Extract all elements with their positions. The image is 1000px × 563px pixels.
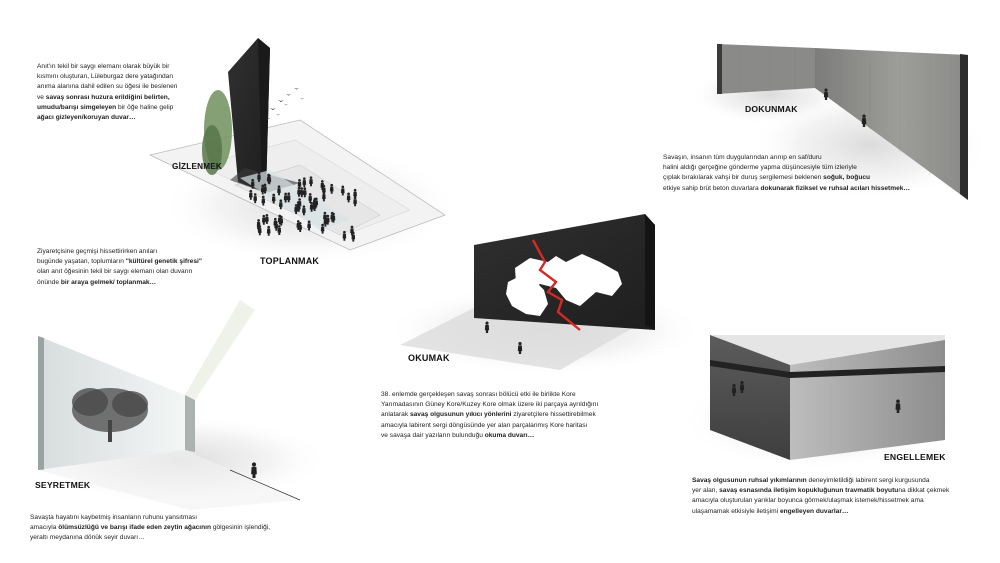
text-line: Savaşın, insanın tüm duygularından arını… <box>663 153 913 163</box>
olive-tree-wall-scene <box>30 300 330 510</box>
text-run: olan anıt öğesinin tekil bir saygı elema… <box>37 268 193 276</box>
text-toplanmak: Ziyaretçisine geçmişi hissettirirken anı… <box>37 247 237 288</box>
text-line: anlatarak savaş olgusunun yıkıcı yönleri… <box>381 410 621 420</box>
text-line: etkiye sahip brüt beton duvarlara dokuna… <box>663 184 913 194</box>
text-line: umudu/barışı simgeleyen bir öğe haline g… <box>37 103 207 113</box>
text-line: 38. enlemde gerçekleşen savaş sonrası bö… <box>381 390 621 400</box>
text-line: Savaş olgusunun ruhsal yıkımlarının dene… <box>692 476 982 486</box>
bold-text: savaş sonrası huzura erildiğini belirten… <box>45 93 170 101</box>
bold-text: ölümsüzlüğü ve barışı ifade eden zeytin … <box>58 524 212 532</box>
text-run: bugünde yaşatan, toplumların <box>37 258 126 266</box>
text-run: deneyimletildiği labirent sergi kurgusun… <box>806 477 930 484</box>
bold-text: ağacı gizleyen/koruyan duvar… <box>37 114 136 122</box>
text-run: ulaşamamak etkisiyle iletişimi <box>692 507 780 515</box>
bold-text: savaş olgusunun yıkıcı yönlerini <box>409 411 512 419</box>
text-line: kısmını oluşturan, Lüleburgaz dere yatağ… <box>37 72 207 82</box>
label-okumak: OKUMAK <box>408 353 450 363</box>
bold-text: soğuk, boğucu <box>823 174 871 182</box>
text-run: çıplak bırakılarak vahşi bir duruş sergi… <box>663 174 824 182</box>
text-line: Ziyaretçisine geçmişi hissettirirken anı… <box>37 247 237 257</box>
label-gizlenmek: GİZLENMEK <box>172 162 223 171</box>
bold-text: umudu/barışı simgeleyen <box>37 103 117 111</box>
bold-text: "kültürel genetik şifresi" <box>125 258 202 266</box>
text-line: bugünde yaşatan, toplumların "kültürel g… <box>37 257 237 267</box>
text-line: Savaşta hayatını kaybetmiş insanların ru… <box>30 513 280 523</box>
text-okumak: 38. enlemde gerçekleşen savaş sonrası bö… <box>381 390 621 441</box>
text-run: Savaşta hayatını kaybetmiş insanların ru… <box>30 514 198 521</box>
text-run: ve savaşa dair yazıların bulunduğu <box>381 431 485 439</box>
text-run: Yarımadasının Güney Kore/Kuzey Kore olma… <box>381 401 599 409</box>
label-toplanmak: TOPLANMAK <box>260 256 320 266</box>
text-run: önünde <box>37 278 61 286</box>
text-dokunmak: Savaşın, insanın tüm duygularından arını… <box>663 153 913 194</box>
korea-south-map <box>506 276 548 316</box>
text-run: etkiye sahip brüt beton duvarlara <box>663 184 761 192</box>
text-line: amacıyla labirent sergi döngüsünde yer a… <box>381 421 621 431</box>
text-run: na dikkat çekmek <box>898 487 950 495</box>
text-line: ve savaşa dair yazıların bulunduğu okuma… <box>381 431 621 441</box>
text-run: yeraltı meydanına dönük seyir duvarı… <box>30 534 145 542</box>
text-run: amacıyla <box>30 524 59 532</box>
text-line: Yarımadasının Güney Kore/Kuzey Kore olma… <box>381 400 621 410</box>
text-line: amacıyla oluşturulan yarıklar boyunca gö… <box>692 496 982 506</box>
text-line: yeraltı meydanına dönük seyir duvarı… <box>30 533 280 543</box>
text-run: ziyaretçilere hissettirebilmek <box>511 411 596 419</box>
monument-scene <box>148 38 460 265</box>
text-run: anıma alanına dahil edilen su öğesi ile … <box>37 83 178 91</box>
text-line: ve savaş sonrası huzura erildiğini belir… <box>37 93 207 103</box>
fracture-line <box>531 239 581 331</box>
map-wall-scene <box>385 214 705 375</box>
blocking-walls-scene <box>680 335 960 470</box>
bold-text: engelleyen duvarlar… <box>779 507 849 515</box>
label-engellemek: ENGELLEMEK <box>884 452 946 462</box>
text-run: halini aldığı gerçeğine gönderme yapma d… <box>663 164 857 172</box>
text-run: ve <box>37 93 46 101</box>
bold-text: Savaş olgusunun ruhsal yıkımlarının <box>692 477 807 484</box>
text-line: Anıt'ın tekil bir saygı elemanı olarak b… <box>37 62 207 72</box>
text-line: önünde bir araya gelmek/ toplanmak… <box>37 278 237 288</box>
text-run: gölgesinin işlendiği, <box>211 524 271 532</box>
text-line: halini aldığı gerçeğine gönderme yapma d… <box>663 163 913 173</box>
text-run: 38. enlemde gerçekleşen savaş sonrası bö… <box>381 391 576 398</box>
text-seyretmek: Savaşta hayatını kaybetmiş insanların ru… <box>30 513 280 544</box>
concrete-wall-scene <box>690 44 990 200</box>
label-dokunmak: DOKUNMAK <box>745 104 798 114</box>
text-line: çıplak bırakılarak vahşi bir duruş sergi… <box>663 173 913 183</box>
text-line: yer alan, savaş esnasında iletişim kopuk… <box>692 486 982 496</box>
text-run: amacıyla oluşturulan yarıklar boyunca gö… <box>692 497 924 505</box>
text-run: yer alan, <box>692 487 720 495</box>
label-seyretmek: SEYRETMEK <box>35 480 91 490</box>
text-line: amacıyla ölümsüzlüğü ve barışı ifade ede… <box>30 523 280 533</box>
text-run: Anıt'ın tekil bir saygı elemanı olarak b… <box>37 63 170 70</box>
text-line: anıma alanına dahil edilen su öğesi ile … <box>37 82 207 92</box>
bold-text: savaş esnasında iletişim kopukluğunun tr… <box>719 487 899 495</box>
text-run: Savaşın, insanın tüm duygularından arını… <box>663 154 822 161</box>
text-run: anlatarak <box>381 411 410 419</box>
bold-text: bir araya gelmek/ toplanmak… <box>60 278 157 286</box>
text-run: amacıyla labirent sergi döngüsünde yer a… <box>381 421 588 429</box>
text-run: bir öğe haline gelip <box>116 103 174 111</box>
text-line: ulaşamamak etkisiyle iletişimi engelleye… <box>692 507 982 517</box>
text-line: ağacı gizleyen/koruyan duvar… <box>37 113 207 123</box>
text-run: Ziyaretçisine geçmişi hissettirirken anı… <box>37 248 158 255</box>
text-run: kısmını oluşturan, Lüleburgaz dere yatağ… <box>37 73 173 81</box>
text-gizlenmek: Anıt'ın tekil bir saygı elemanı olarak b… <box>37 62 207 123</box>
text-engellemek: Savaş olgusunun ruhsal yıkımlarının dene… <box>692 476 982 517</box>
text-line: olan anıt öğesinin tekil bir saygı elema… <box>37 267 237 277</box>
bold-text: dokunarak fiziksel ve ruhsal acıları his… <box>760 184 911 192</box>
bold-text: okuma duvarı… <box>484 431 535 439</box>
